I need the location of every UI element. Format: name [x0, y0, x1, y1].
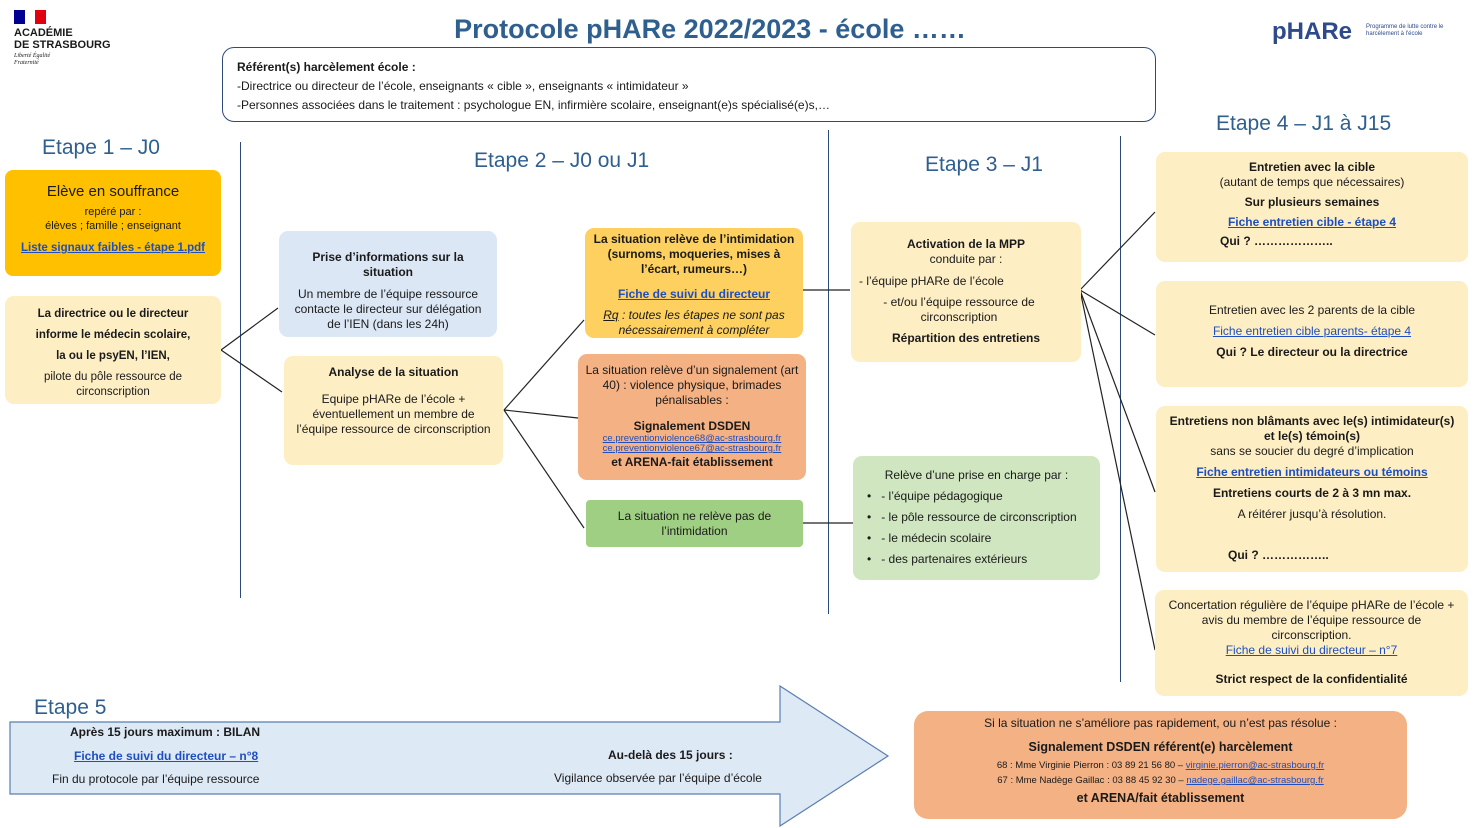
prise-informations-box: Prise d’informations sur la situation Un… — [279, 231, 497, 337]
entretien-parents-box: Entretien avec les 2 parents de la cible… — [1156, 281, 1468, 387]
intimidation-box: La situation relève de l’intimidation (s… — [585, 228, 803, 338]
referents-box: Référent(s) harcèlement école : -Directr… — [222, 47, 1156, 122]
phare-logo-subtitle: Programme de lutte contre le harcèlement… — [1366, 24, 1444, 37]
confidentialite: Strict respect de la confidentialité — [1215, 672, 1408, 686]
intimidateurs-qui: Qui ? …………….. — [1228, 548, 1329, 562]
phare-logo: pHARe — [1272, 18, 1353, 45]
intimidateurs-reiterer: A réitérer jusqu’à résolution. — [1237, 507, 1387, 521]
fiche-entretien-parents-link[interactable]: Fiche entretien cible parents- étape 4 — [1212, 324, 1412, 338]
final-title: Si la situation ne s’améliore pas rapide… — [984, 716, 1337, 730]
contact-68-text: 68 : Mme Virginie Pierron : 03 89 21 56 … — [996, 760, 1184, 771]
prise-title: Prise d’informations sur la situation — [312, 250, 464, 279]
contact-68-email-link[interactable]: virginie.pierron@ac-strasbourg.fr — [1185, 760, 1325, 771]
parents-qui: Qui ? Le directeur ou la directrice — [1216, 345, 1408, 359]
email-68-link[interactable]: ce.preventionviolence68@ac-strasbourg.fr — [602, 433, 782, 444]
etape5-audela: Au-delà des 15 jours : — [608, 748, 733, 762]
contact-67: 67 : Mme Nadège Gaillac : 03 88 45 92 30… — [922, 775, 1399, 787]
divider-2 — [828, 130, 829, 614]
contact-67-text: 67 : Mme Nadège Gaillac : 03 88 45 92 30… — [997, 775, 1184, 786]
signalement-title: La situation relève d’un signalement (ar… — [585, 363, 799, 407]
remark-text: : toutes les étapes ne sont pas nécessai… — [618, 308, 785, 337]
releve-item: - l’équipe pédagogique — [867, 489, 1092, 504]
non-intimidation-box: La situation ne relève pas de l’intimida… — [586, 500, 803, 547]
cible-semaines: Sur plusieurs semaines — [1244, 195, 1380, 209]
releve-prise-en-charge-box: Relève d’une prise en charge par : - l’é… — [853, 456, 1100, 580]
contact-67-email-link[interactable]: nadege.gaillac@ac-strasbourg.fr — [1186, 775, 1324, 786]
signaux-faibles-link[interactable]: Liste signaux faibles - étape 1.pdf — [20, 242, 206, 254]
fiche-entretien-cible-link[interactable]: Fiche entretien cible - étape 4 — [1227, 215, 1397, 229]
entretiens-intimidateurs-box: Entretiens non blâmants avec le(s) intim… — [1156, 406, 1468, 572]
page-title: Protocole pHARe 2022/2023 - école …… — [454, 14, 966, 44]
cible-sub: (autant de temps que nécessaires) — [1219, 175, 1405, 189]
prise-text: Un membre de l’équipe ressource contacte… — [294, 287, 482, 331]
concertation-title: Concertation régulière de l’équipe pHARe… — [1168, 598, 1455, 642]
analyse-title: Analyse de la situation — [328, 365, 459, 379]
eleve-repere: repéré par : — [84, 206, 142, 218]
fiche-intimidateurs-link[interactable]: Fiche entretien intimidateurs ou témoins — [1196, 465, 1428, 479]
signalement-dsden: Signalement DSDEN — [633, 419, 751, 433]
final-arena: et ARENA/fait établissement — [1076, 791, 1245, 805]
etape5-fin: Fin du protocole par l’équipe ressource — [52, 772, 260, 786]
french-flag-icon — [14, 10, 47, 24]
mpp-line-1: - l’équipe pHARe de l’école — [859, 274, 1004, 288]
referents-line-1: -Directrice ou directeur de l’école, ens… — [237, 79, 689, 93]
fiche-suivi-n8-link[interactable]: Fiche de suivi du directeur – n°8 — [74, 749, 259, 763]
final-signalement: Signalement DSDEN référent(e) harcèlemen… — [1028, 740, 1293, 754]
analyse-text: Equipe pHARe de l’école + éventuellement… — [296, 392, 491, 436]
signalement-arena: et ARENA-fait établissement — [611, 455, 773, 469]
eleve-sources: élèves ; famille ; enseignant — [45, 220, 181, 232]
academie-motto: Liberté Égalité Fraternité — [14, 53, 51, 66]
fiche-suivi-directeur-link[interactable]: Fiche de suivi du directeur — [617, 287, 771, 301]
directeur-line-1: La directrice ou le directeur — [37, 308, 189, 320]
parents-title: Entretien avec les 2 parents de la cible — [1208, 303, 1416, 317]
mpp-title: Activation de la MPP — [906, 237, 1026, 251]
cible-title: Entretien avec la cible — [1248, 160, 1376, 174]
directeur-informe-box: La directrice ou le directeur informe le… — [5, 296, 221, 404]
releve-item: - des partenaires extérieurs — [867, 552, 1092, 567]
step-4-heading: Etape 4 – J1 à J15 — [1216, 112, 1392, 135]
step-1-heading: Etape 1 – J0 — [42, 136, 160, 159]
concertation-box: Concertation régulière de l’équipe pHARe… — [1155, 590, 1468, 696]
email-67-link[interactable]: ce.preventionviolence67@ac-strasbourg.fr — [602, 443, 782, 454]
releve-item: - le pôle ressource de circonscription — [867, 510, 1092, 525]
fiche-suivi-n7-link[interactable]: Fiche de suivi du directeur – n°7 — [1225, 643, 1398, 657]
contact-68: 68 : Mme Virginie Pierron : 03 89 21 56 … — [922, 760, 1399, 772]
step-3-heading: Etape 3 – J1 — [925, 153, 1043, 176]
signalement-box: La situation relève d’un signalement (ar… — [578, 354, 806, 480]
mpp-box: Activation de la MPP conduite par : - l’… — [851, 222, 1081, 362]
referents-line-2: -Personnes associées dans le traitement … — [237, 98, 830, 112]
intimidateurs-sub: sans se soucier du degré d’implication — [1210, 444, 1414, 458]
intimidation-title: La situation relève de l’intimidation (s… — [593, 232, 795, 276]
directeur-line-3: la ou le psyEN, l’IEN, — [56, 350, 170, 362]
intimidateurs-title: Entretiens non blâmants avec le(s) intim… — [1169, 414, 1455, 443]
mpp-sub: conduite par : — [929, 252, 1003, 266]
referents-title: Référent(s) harcèlement école : — [237, 60, 416, 74]
remark-label: Rq — [603, 308, 619, 322]
eleve-title: Elève en souffrance — [46, 183, 180, 200]
intimidation-remark: Rq : toutes les étapes ne sont pas néces… — [591, 308, 797, 338]
entretien-cible-box: Entretien avec la cible (autant de temps… — [1156, 152, 1468, 262]
divider-3 — [1120, 136, 1121, 682]
directeur-line-2: informe le médecin scolaire, — [35, 329, 191, 341]
eleve-souffrance-box: Elève en souffrance repéré par : élèves … — [5, 170, 221, 276]
mpp-line-2: - et/ou l’équipe ressource de circonscri… — [883, 295, 1035, 324]
cible-qui: Qui ? ……………….. — [1220, 234, 1333, 248]
releve-title: Relève d’une prise en charge par : — [884, 468, 1069, 482]
intimidateurs-court: Entretiens courts de 2 à 3 mn max. — [1212, 486, 1412, 500]
releve-item: - le médecin scolaire — [867, 531, 1092, 546]
step-5-heading: Etape 5 — [34, 696, 107, 719]
divider-1 — [240, 142, 241, 598]
etape5-vigilance: Vigilance observée par l’équipe d’école — [554, 771, 762, 785]
step-2-heading: Etape 2 – J0 ou J1 — [474, 149, 650, 172]
analyse-situation-box: Analyse de la situation Equipe pHARe de … — [284, 356, 503, 465]
signalement-referent-box: Si la situation ne s’améliore pas rapide… — [914, 711, 1407, 819]
directeur-line-4: pilote du pôle ressource de circonscript… — [43, 371, 183, 398]
etape5-bilan: Après 15 jours maximum : BILAN — [70, 725, 261, 739]
mpp-repartition: Répartition des entretiens — [891, 331, 1041, 345]
academie-logo-text: ACADÉMIE DE STRASBOURG — [14, 27, 111, 51]
